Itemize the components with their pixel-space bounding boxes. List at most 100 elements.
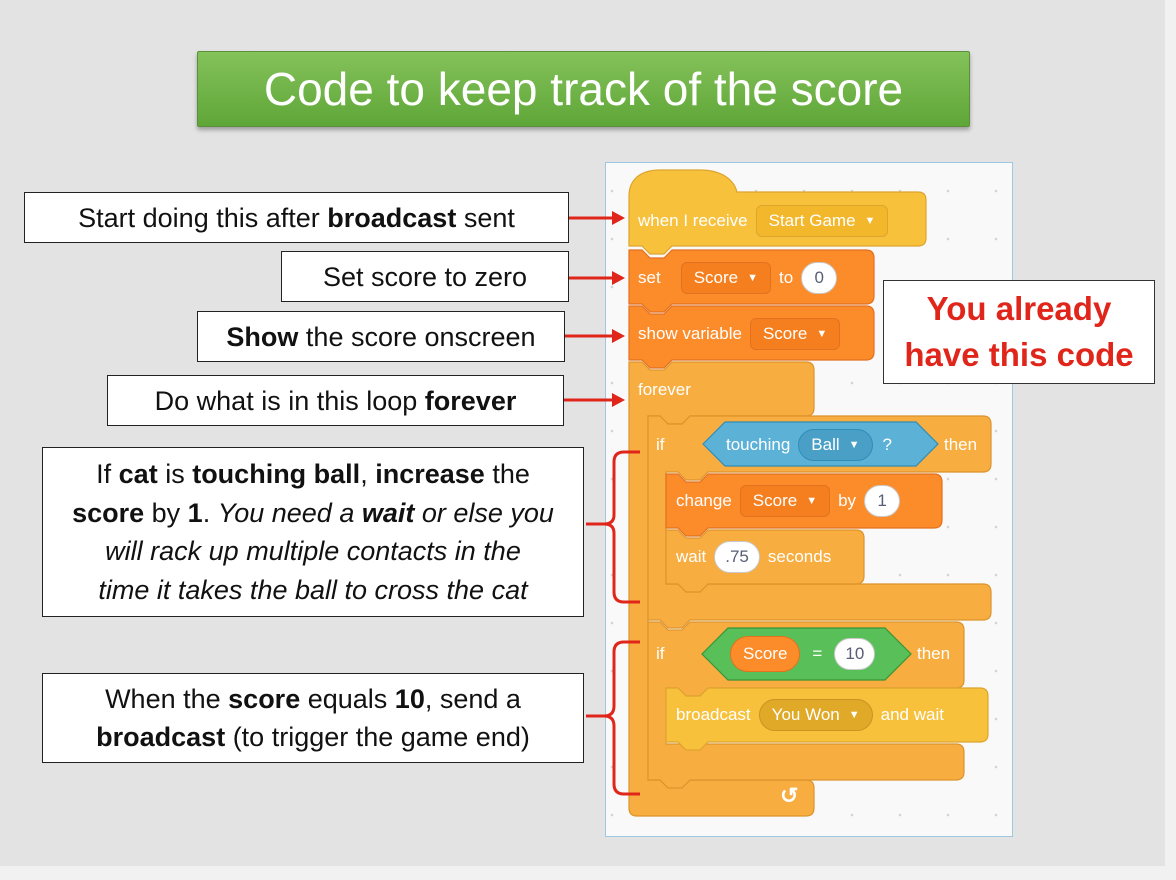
show-variable-value: Score xyxy=(762,323,808,343)
callout-text: If xyxy=(96,459,119,489)
equals-operator: = xyxy=(812,643,823,663)
to-label: to xyxy=(779,267,794,287)
equals-value-input[interactable]: 10 xyxy=(834,637,876,670)
callout-bold: broadcast xyxy=(96,722,226,752)
callout-text: the xyxy=(484,459,530,489)
chevron-down-icon: ▼ xyxy=(864,214,876,227)
slide-edge-right xyxy=(1165,0,1176,880)
broadcast-label: broadcast xyxy=(676,704,751,724)
message-dropdown-value: Start Game xyxy=(768,210,856,230)
callout-bold: broadcast xyxy=(327,202,457,233)
callout-show-score: Show the score onscreen xyxy=(197,311,565,362)
score-reporter-label: Score xyxy=(743,643,788,663)
callout-italic: will rack up multiple contacts in the xyxy=(105,536,521,566)
change-value-input[interactable]: 1 xyxy=(864,484,901,517)
forever-label: forever xyxy=(638,379,691,399)
when-receive-label: when I receive xyxy=(638,210,748,230)
callout-italic: or else you xyxy=(414,497,554,528)
brace-icons xyxy=(586,450,640,796)
callout-text: Start doing this after xyxy=(78,202,328,233)
callout-text: When the xyxy=(105,684,229,714)
title-banner: Code to keep track of the score xyxy=(197,51,970,127)
if-label: if xyxy=(656,643,665,663)
callout-start-after-broadcast: Start doing this after broadcast sent xyxy=(24,192,569,243)
touching-content: touching Ball ▼ ? xyxy=(726,421,892,468)
callout-bold: Show xyxy=(226,321,299,352)
touching-object-value: Ball xyxy=(811,434,840,454)
if-touching-then: then xyxy=(944,421,977,468)
set-label: set xyxy=(638,267,661,287)
score-reporter[interactable]: Score xyxy=(730,635,801,672)
callout-bold: increase xyxy=(375,459,485,489)
slide-edge-bottom xyxy=(0,866,1176,880)
by-label: by xyxy=(838,490,857,510)
if-label: if xyxy=(656,434,665,454)
forever-content: forever xyxy=(638,366,691,413)
set-score-content: set Score ▼ to 0 xyxy=(638,254,838,301)
callout-text: the score onscreen xyxy=(298,321,536,352)
message-dropdown[interactable]: Start Game ▼ xyxy=(755,204,889,237)
callout-text: sent xyxy=(456,202,515,233)
callout-bold: 1 xyxy=(187,497,203,528)
callout-bold: cat xyxy=(118,459,158,489)
callout-line-1: If cat is touching ball, increase the xyxy=(72,455,554,494)
block-wait[interactable] xyxy=(665,529,865,593)
note-line-2: have this code xyxy=(904,336,1134,373)
callout-text: , xyxy=(360,459,376,489)
callout-text: equals xyxy=(300,684,395,714)
callout-text: Set score to zero xyxy=(322,261,528,292)
if-equals-then: then xyxy=(917,630,950,677)
chevron-down-icon: ▼ xyxy=(747,271,758,284)
change-variable-dropdown[interactable]: Score▼ xyxy=(739,484,831,517)
title-text: Code to keep track of the score xyxy=(263,63,904,115)
set-value-input[interactable]: 0 xyxy=(801,261,838,294)
wait-value-input[interactable]: .75 xyxy=(714,540,760,573)
wait-label: wait xyxy=(676,546,707,566)
loop-arrow-icon: ↺ xyxy=(780,783,799,808)
note-line-1: You already xyxy=(926,290,1112,327)
callout-bold: 10 xyxy=(394,684,425,714)
block-if-touching[interactable] xyxy=(647,415,992,629)
change-variable-value: Score xyxy=(752,490,798,510)
chevron-down-icon: ▼ xyxy=(816,327,828,340)
callout-bold: touching ball xyxy=(192,459,361,489)
then-label: then xyxy=(917,643,951,663)
callout-set-score-zero: Set score to zero xyxy=(281,251,569,302)
when-receive-content: when I receive Start Game ▼ xyxy=(638,197,889,244)
callout-text: Do what is in this loop xyxy=(154,385,425,416)
callout-score-equals-ten: When the score equals 10, send a broadca… xyxy=(42,673,584,763)
if-touching-if: if xyxy=(656,421,665,468)
callout-bold: score xyxy=(72,497,145,528)
callout-forever-loop: Do what is in this loop forever xyxy=(107,375,564,426)
broadcast-content: broadcast You Won▼ and wait xyxy=(676,691,944,738)
equals-content: Score = 10 xyxy=(722,630,876,677)
callout-text: , send a xyxy=(424,684,521,714)
callout-line-2: broadcast (to trigger the game end) xyxy=(96,718,530,756)
callout-line-2: score by 1. You need a wait or else you xyxy=(72,494,554,533)
set-variable-dropdown[interactable]: Score ▼ xyxy=(680,261,771,294)
callout-line-3: will rack up multiple contacts in the xyxy=(72,532,554,571)
if-equals-if: if xyxy=(656,630,665,677)
show-variable-label: show variable xyxy=(638,323,742,343)
chevron-down-icon: ▼ xyxy=(848,438,860,451)
broadcast-message-dropdown[interactable]: You Won▼ xyxy=(758,698,873,731)
set-variable-value: Score xyxy=(693,267,739,287)
and-wait-label: and wait xyxy=(880,704,944,724)
callout-line-4: time it takes the ball to cross the cat xyxy=(72,571,554,610)
callout-text: (to trigger the game end) xyxy=(225,722,530,752)
wait-content: wait .75 seconds xyxy=(676,533,831,580)
show-variable-dropdown[interactable]: Score ▼ xyxy=(749,317,841,350)
callout-text: is xyxy=(157,459,193,489)
touching-label: touching xyxy=(726,434,791,454)
callout-text: . xyxy=(202,497,218,528)
change-score-content: change Score▼ by 1 xyxy=(676,477,901,524)
then-label: then xyxy=(944,434,978,454)
callout-touching-ball: If cat is touching ball, increase the sc… xyxy=(42,447,584,617)
touching-object-dropdown[interactable]: Ball ▼ xyxy=(798,428,873,461)
question-mark: ? xyxy=(882,434,892,454)
callout-italic: time it takes the ball to cross the cat xyxy=(98,574,528,605)
already-have-code-note: You already have this code xyxy=(883,280,1155,384)
callout-bold-italic: wait xyxy=(361,497,415,528)
callout-line-1: When the score equals 10, send a xyxy=(96,680,530,718)
